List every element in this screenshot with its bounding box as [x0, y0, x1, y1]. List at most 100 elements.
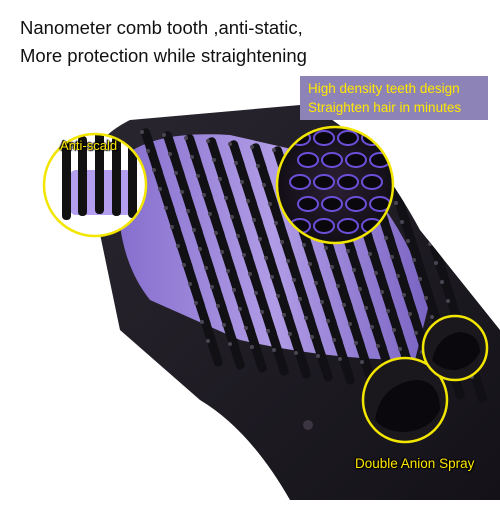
bristle-tip	[206, 139, 210, 143]
bristle-tip	[262, 183, 266, 187]
bristle-tip	[254, 291, 258, 295]
bristle-tip	[316, 354, 320, 358]
bristle-tip	[286, 259, 290, 263]
bristle-tip	[348, 322, 352, 326]
bristle-tip	[352, 268, 356, 272]
bristle-tip	[424, 296, 428, 300]
bristle-tip	[418, 277, 422, 281]
bristle-tip	[416, 204, 420, 208]
bristle-tip	[404, 166, 408, 170]
headline-line-2: More protection while straightening	[20, 45, 307, 66]
bristle-tip	[332, 338, 336, 342]
bristle-tip	[302, 243, 306, 247]
bristle-tip	[406, 239, 410, 243]
bristle-tip	[330, 265, 334, 269]
bristle-tip	[158, 187, 162, 191]
zoom-tooth	[313, 218, 335, 234]
bristle-tip	[428, 242, 432, 246]
bristle-tip	[386, 309, 390, 313]
bristle-tip	[238, 307, 242, 311]
zoom-tooth	[337, 218, 359, 234]
zoom-tooth	[297, 152, 319, 168]
led-indicator	[303, 420, 313, 430]
bristle-tip	[162, 133, 166, 137]
zoom-tooth	[345, 196, 367, 212]
bristle-tip	[380, 290, 384, 294]
bristle-tip	[412, 258, 416, 262]
anion-zoom-large	[361, 356, 449, 444]
bristle-tip	[440, 280, 444, 284]
bristle-tip	[280, 240, 284, 244]
bristle-tip	[288, 332, 292, 336]
bristle-tip	[258, 237, 262, 241]
bristle-tip	[260, 310, 264, 314]
bristle-tip	[228, 342, 232, 346]
bristle-tip	[390, 255, 394, 259]
bristle-tip	[236, 234, 240, 238]
bristle-tip	[308, 262, 312, 266]
bristle-tip	[164, 206, 168, 210]
bristle-tip	[394, 201, 398, 205]
bristle	[471, 373, 487, 403]
bristle-tip	[276, 294, 280, 298]
bristle-tip	[358, 287, 362, 291]
bristle-tip	[336, 284, 340, 288]
bristle-tip	[196, 174, 200, 178]
bristle-tip	[252, 218, 256, 222]
bristle-tip	[214, 231, 218, 235]
bristle-tip	[216, 304, 220, 308]
zoom-tooth	[289, 174, 311, 190]
bristle-tip	[402, 293, 406, 297]
bristle-tip	[364, 306, 368, 310]
bristle-tip	[220, 250, 224, 254]
bristle	[251, 343, 267, 373]
bristle-tip	[228, 142, 232, 146]
bristle-tip	[244, 326, 248, 330]
bristle-tip	[342, 303, 346, 307]
bristle-tip	[240, 180, 244, 184]
bristle-tip	[180, 190, 184, 194]
bristle-tip	[222, 323, 226, 327]
bristle-tip	[184, 136, 188, 140]
bristle-tip	[282, 313, 286, 317]
bristle	[273, 346, 289, 376]
zoom-tooth	[321, 196, 343, 212]
bristle-tip	[250, 345, 254, 349]
bristle-tip	[264, 256, 268, 260]
bristle-tip	[326, 319, 330, 323]
teeth-density-zoom	[275, 125, 395, 245]
bristle-tip	[242, 253, 246, 257]
bristle-tip	[174, 171, 178, 175]
bristle-tip	[146, 149, 150, 153]
bristle-tip	[368, 252, 372, 256]
bristle	[405, 164, 421, 194]
bristle-tip	[190, 155, 194, 159]
teeth-callout: High density teeth design Straighten hai…	[300, 76, 488, 120]
bristle-tip	[396, 274, 400, 278]
bristle-tip	[246, 199, 250, 203]
zoom-tooth	[313, 174, 335, 190]
bristle-tip	[346, 249, 350, 253]
bristle-tip	[294, 351, 298, 355]
bristle-tip	[414, 331, 418, 335]
bristle-tip	[434, 261, 438, 265]
bristle	[317, 352, 333, 382]
anti-scald-label: Anti-scald	[60, 138, 118, 153]
zoom-tooth	[337, 174, 359, 190]
bristle-tip	[206, 339, 210, 343]
bristle-tip	[212, 158, 216, 162]
bristle-tip	[248, 272, 252, 276]
bristle-tip	[140, 130, 144, 134]
bristle-tip	[168, 152, 172, 156]
zoom-tooth	[345, 152, 367, 168]
bristle-tip	[310, 335, 314, 339]
bristle-tip	[274, 221, 278, 225]
headline: Nanometer comb tooth ,anti-static, More …	[20, 14, 307, 70]
bristle-tip	[200, 320, 204, 324]
zoom-tooth	[321, 152, 343, 168]
bristle-tip	[250, 145, 254, 149]
bristle-tip	[272, 348, 276, 352]
bristle-tip	[182, 263, 186, 267]
bristle-tip	[226, 269, 230, 273]
bristle-tip	[338, 357, 342, 361]
